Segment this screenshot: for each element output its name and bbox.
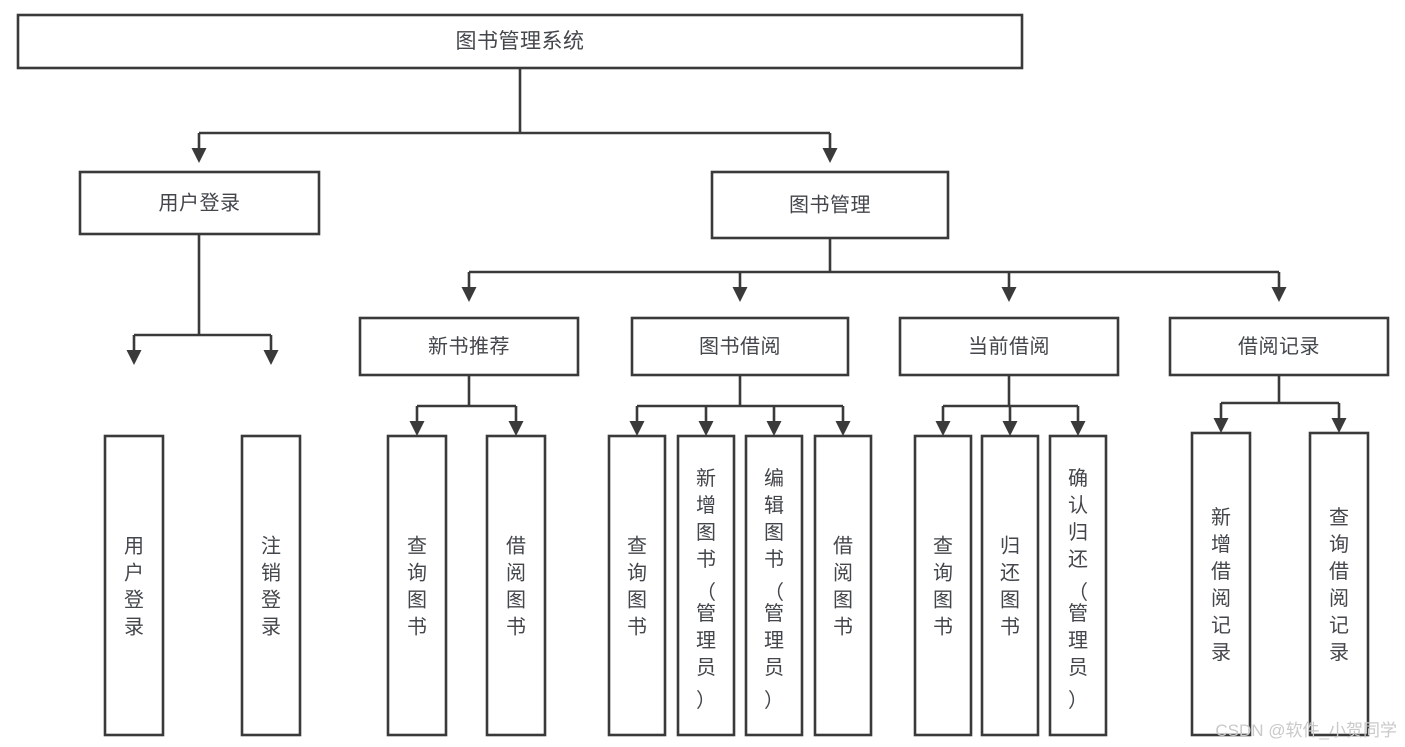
node-box <box>1168 316 1390 377</box>
connector-arrowhead <box>191 148 207 163</box>
node-box <box>386 434 448 737</box>
node-layer: 图书管理系统用户登录图书管理新书推荐图书借阅当前借阅借阅记录用户登录注销登录查询… <box>16 13 1390 737</box>
node-box <box>103 434 165 737</box>
node-leaf-查询借阅记录[interactable]: 查询借阅记录 <box>1308 431 1370 737</box>
node-label: 查询图书 <box>627 535 647 639</box>
node-leaf-归还图书[interactable]: 归还图书 <box>980 434 1040 737</box>
node-label: 当前借阅 <box>968 335 1050 358</box>
node-label: 注销登录 <box>261 535 281 639</box>
node-leaf-确认归还管理员[interactable]: 确认归还（管理员） <box>1048 434 1108 737</box>
connector-arrowhead <box>263 350 279 365</box>
node-label: 用户登录 <box>124 536 144 639</box>
node-box <box>16 13 1024 70</box>
connector-arrowhead <box>822 148 838 163</box>
connector-arrowhead <box>126 350 142 365</box>
node-box <box>1190 431 1252 737</box>
node-level3-当前借阅[interactable]: 当前借阅 <box>898 316 1120 377</box>
node-box <box>710 170 950 240</box>
node-label: 借阅图书 <box>833 535 853 639</box>
node-label: 查询图书 <box>407 535 427 639</box>
node-label: 确认归还（管理员） <box>1068 467 1088 712</box>
node-label: 借阅图书 <box>506 535 526 639</box>
connector-borrow-to-leaves <box>629 375 851 436</box>
node-box <box>898 316 1120 377</box>
node-label: 查询图书 <box>933 535 953 639</box>
node-leaf-查询图书[interactable]: 查询图书 <box>386 434 448 737</box>
connector-arrowhead <box>1070 421 1086 436</box>
node-box <box>676 434 736 737</box>
node-box <box>358 316 580 377</box>
connector-arrowhead <box>1271 287 1287 302</box>
connector-newbook-to-leaves <box>409 375 524 436</box>
node-leaf-新增图书管理员[interactable]: 新增图书（管理员） <box>676 434 736 737</box>
node-level3-借阅记录[interactable]: 借阅记录 <box>1168 316 1390 377</box>
node-label: 图书管理 <box>789 193 871 216</box>
connector-arrowhead <box>732 287 748 302</box>
connector-current-to-leaves <box>935 375 1086 436</box>
node-leaf-借阅图书[interactable]: 借阅图书 <box>813 434 873 737</box>
node-label: 查询借阅记录 <box>1329 506 1349 664</box>
node-label: 图书借阅 <box>699 335 781 358</box>
node-leaf-查询图书[interactable]: 查询图书 <box>607 434 667 737</box>
node-leaf-注销登录[interactable]: 注销登录 <box>240 434 302 737</box>
connector-arrowhead <box>698 421 714 436</box>
node-label: 新增图书（管理员） <box>696 467 716 712</box>
node-box <box>744 434 804 737</box>
node-leaf-查询图书[interactable]: 查询图书 <box>913 434 973 737</box>
node-box <box>240 434 302 737</box>
node-box <box>78 170 321 236</box>
node-label: 借阅记录 <box>1238 335 1320 358</box>
node-box <box>1308 431 1370 737</box>
connector-arrowhead <box>1213 418 1229 433</box>
node-root-图书管理系统[interactable]: 图书管理系统 <box>16 13 1024 70</box>
node-label: 归还图书 <box>1000 535 1020 639</box>
connector-arrowhead <box>1001 287 1017 302</box>
connector-arrowhead <box>461 287 477 302</box>
connector-arrowhead <box>1002 421 1018 436</box>
node-label: 图书管理系统 <box>456 30 585 53</box>
connector-layer <box>126 68 1347 436</box>
node-leaf-用户登录[interactable]: 用户登录 <box>103 434 165 737</box>
connector-arrowhead <box>935 421 951 436</box>
node-box <box>1048 434 1108 737</box>
node-level2-图书管理[interactable]: 图书管理 <box>710 170 950 240</box>
node-level3-图书借阅[interactable]: 图书借阅 <box>630 316 850 377</box>
connector-arrowhead <box>835 421 851 436</box>
connector-arrowhead <box>629 421 645 436</box>
node-level2-用户登录[interactable]: 用户登录 <box>78 170 321 236</box>
node-label: 新增借阅记录 <box>1211 506 1231 664</box>
node-box <box>485 434 547 737</box>
connector-record-to-leaves <box>1213 375 1347 433</box>
node-label: 编辑图书（管理员） <box>764 467 784 712</box>
connector-bookmgmt-to-level3 <box>461 238 1287 302</box>
node-box <box>607 434 667 737</box>
node-leaf-新增借阅记录[interactable]: 新增借阅记录 <box>1190 431 1252 737</box>
connector-root-to-level2 <box>191 68 838 163</box>
connector-arrowhead <box>766 421 782 436</box>
node-box <box>913 434 973 737</box>
node-label: 新书推荐 <box>428 335 510 358</box>
node-box <box>630 316 850 377</box>
connector-arrowhead <box>409 421 425 436</box>
connector-userlogin-to-leaves <box>126 234 279 365</box>
node-leaf-编辑图书管理员[interactable]: 编辑图书（管理员） <box>744 434 804 737</box>
connector-arrowhead <box>1331 418 1347 433</box>
node-leaf-借阅图书[interactable]: 借阅图书 <box>485 434 547 737</box>
node-level3-新书推荐[interactable]: 新书推荐 <box>358 316 580 377</box>
node-label: 用户登录 <box>159 191 241 214</box>
node-box <box>980 434 1040 737</box>
connector-arrowhead <box>508 421 524 436</box>
node-box <box>813 434 873 737</box>
